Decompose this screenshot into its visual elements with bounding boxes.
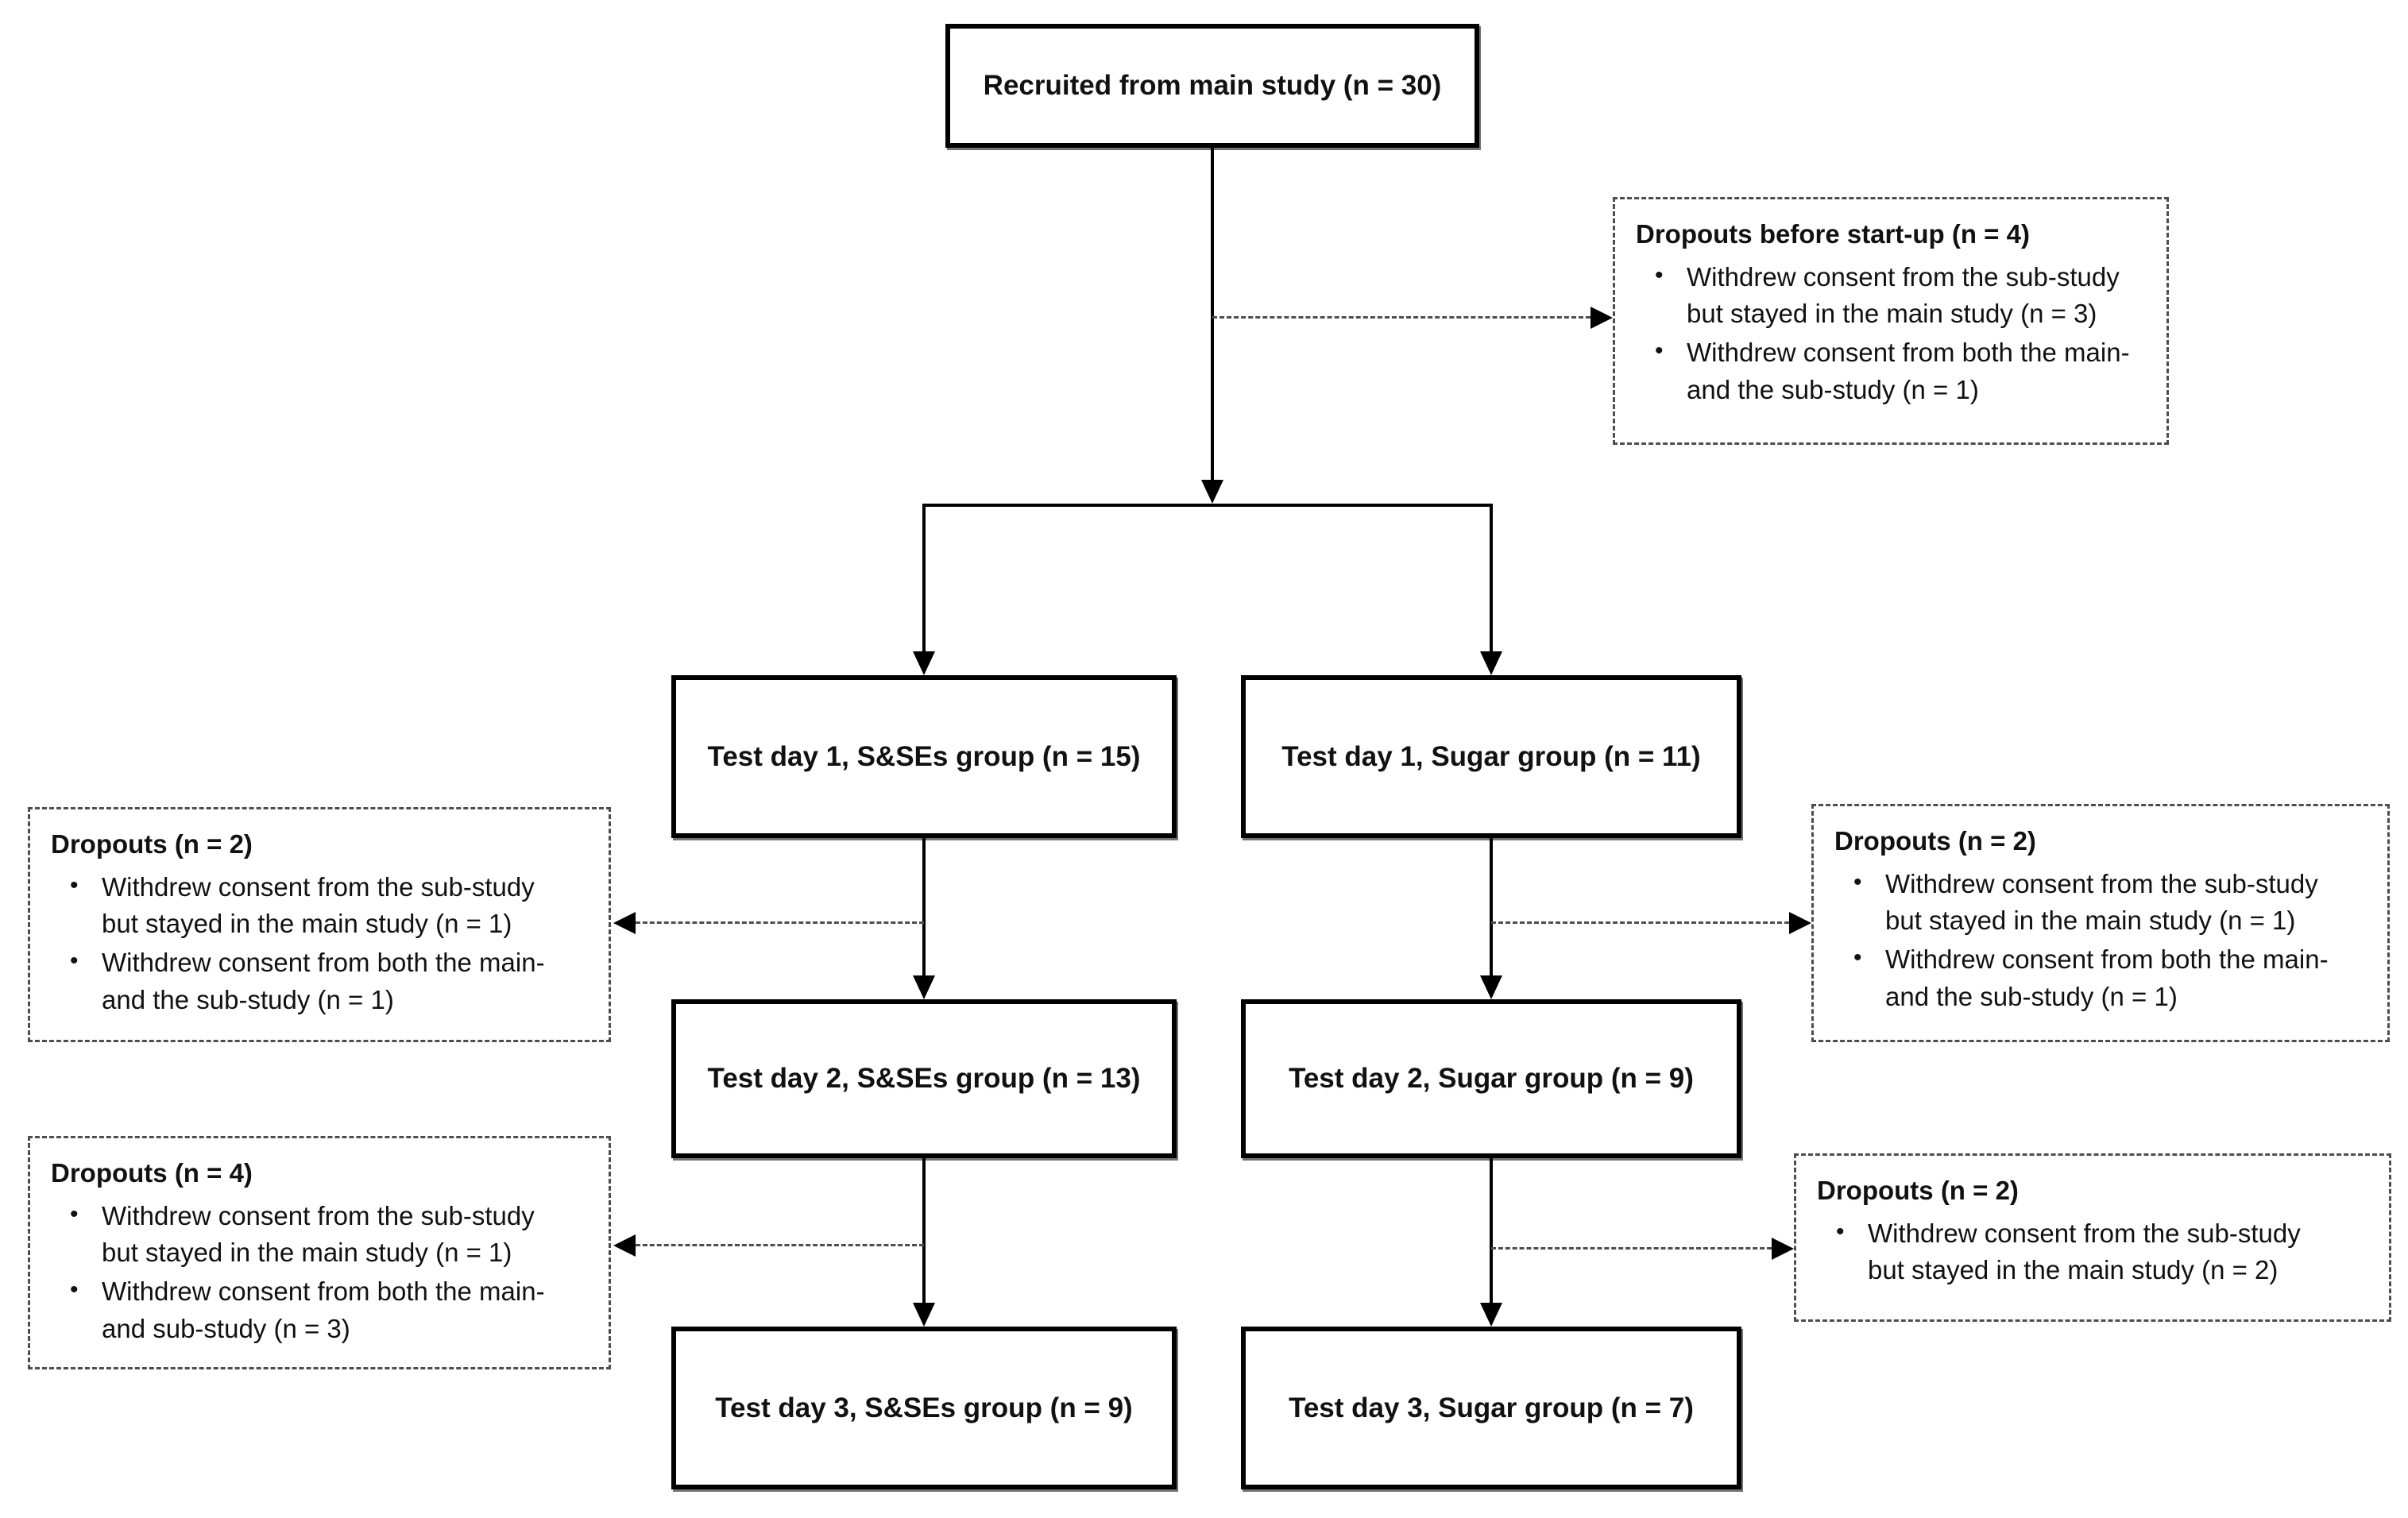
- connector-td1-to-td2-sses: [922, 838, 926, 975]
- box-test-day-2-sugar-label: Test day 2, Sugar group (n = 9): [1289, 1063, 1694, 1094]
- dropout-box-sses-day2: Dropouts (n = 4) • Withdrew consent from…: [28, 1136, 611, 1369]
- bullet-dot: •: [70, 1277, 79, 1304]
- dashed-connector-sses-day2: [636, 1244, 924, 1246]
- arrowhead-down-icon: [1480, 1303, 1502, 1327]
- dropout-bullet: • Withdrew consent from the sub-study bu…: [1817, 1215, 2375, 1290]
- connector-branch-horizontal: [922, 504, 1493, 507]
- dropout-box-sugar-day2: Dropouts (n = 2) • Withdrew consent from…: [1794, 1153, 2391, 1322]
- dashed-connector-sugar-day2: [1491, 1247, 1772, 1250]
- box-test-day-3-sses-label: Test day 3, S&SEs group (n = 9): [715, 1392, 1133, 1423]
- dropout-bullet-list: • Withdrew consent from the sub-study bu…: [1817, 1215, 2375, 1290]
- arrowhead-right-icon: [1772, 1238, 1794, 1260]
- arrowhead-down-icon: [913, 651, 935, 675]
- dropout-title: Dropouts (n = 2): [1834, 826, 2036, 856]
- box-test-day-2-sugar: Test day 2, Sugar group (n = 9): [1241, 999, 1741, 1158]
- dropout-title: Dropouts (n = 2): [51, 829, 253, 859]
- box-test-day-1-sugar-label: Test day 1, Sugar group (n = 11): [1281, 740, 1701, 772]
- box-test-day-3-sugar-label: Test day 3, Sugar group (n = 7): [1289, 1392, 1694, 1423]
- connector-td2-to-td3-sses: [922, 1158, 926, 1303]
- arrowhead-left-icon: [613, 912, 636, 934]
- connector-branch-to-td1-sugar: [1490, 504, 1493, 651]
- dropout-box-before-startup: Dropouts before start-up (n = 4) • Withd…: [1613, 197, 2169, 445]
- dropout-bullet: • Withdrew consent from both the main- a…: [1834, 941, 2373, 1016]
- arrowhead-down-icon: [1480, 651, 1502, 675]
- connector-td2-to-td3-sugar: [1490, 1158, 1493, 1303]
- bullet-dot: •: [70, 1200, 79, 1227]
- dashed-connector-sses-day1: [636, 921, 924, 924]
- arrowhead-down-icon: [913, 1303, 935, 1327]
- dropout-bullet: • Withdrew consent from the sub-study bu…: [1636, 259, 2152, 334]
- dropout-bullet: • Withdrew consent from the sub-study bu…: [51, 869, 594, 944]
- dropout-bullet-list: • Withdrew consent from the sub-study bu…: [1636, 259, 2152, 409]
- dropout-title: Dropouts (n = 2): [1817, 1176, 2019, 1205]
- dashed-connector-before-startup: [1212, 316, 1591, 319]
- box-test-day-1-sses-label: Test day 1, S&SEs group (n = 15): [707, 740, 1141, 772]
- arrowhead-down-icon: [1480, 975, 1502, 999]
- box-test-day-3-sugar: Test day 3, Sugar group (n = 7): [1241, 1327, 1741, 1489]
- box-test-day-1-sugar: Test day 1, Sugar group (n = 11): [1241, 675, 1741, 838]
- dropout-title: Dropouts (n = 4): [51, 1158, 253, 1188]
- bullet-dot: •: [70, 871, 79, 898]
- dropout-box-sses-day1: Dropouts (n = 2) • Withdrew consent from…: [28, 807, 611, 1042]
- dropout-title: Dropouts before start-up (n = 4): [1636, 219, 2030, 249]
- dropout-bullet: • Withdrew consent from the sub-study bu…: [1834, 866, 2373, 941]
- dropout-bullet-list: • Withdrew consent from the sub-study bu…: [51, 1198, 594, 1348]
- box-recruited-label: Recruited from main study (n = 30): [983, 70, 1442, 101]
- dropout-bullet-list: • Withdrew consent from the sub-study bu…: [1834, 866, 2373, 1016]
- bullet-dot: •: [70, 948, 79, 975]
- arrowhead-right-icon: [1789, 912, 1811, 934]
- dropout-bullet: • Withdrew consent from both the main- a…: [51, 944, 594, 1019]
- bullet-dot: •: [1655, 338, 1664, 365]
- arrowhead-right-icon: [1591, 307, 1613, 329]
- connector-recruited-to-branch: [1211, 148, 1214, 480]
- arrowhead-down-icon: [913, 975, 935, 999]
- box-test-day-2-sses-label: Test day 2, S&SEs group (n = 13): [707, 1063, 1141, 1094]
- connector-td1-to-td2-sugar: [1490, 838, 1493, 975]
- arrowhead-down-icon: [1201, 480, 1223, 504]
- box-test-day-1-sses: Test day 1, S&SEs group (n = 15): [671, 675, 1177, 838]
- bullet-dot: •: [1836, 1218, 1845, 1245]
- box-recruited-main-study: Recruited from main study (n = 30): [945, 24, 1479, 148]
- dropout-bullet-list: • Withdrew consent from the sub-study bu…: [51, 869, 594, 1019]
- arrowhead-left-icon: [613, 1234, 636, 1257]
- box-test-day-3-sses: Test day 3, S&SEs group (n = 9): [671, 1327, 1177, 1489]
- bullet-dot: •: [1853, 868, 1862, 895]
- bullet-dot: •: [1655, 261, 1664, 288]
- dropout-bullet: • Withdrew consent from the sub-study bu…: [51, 1198, 594, 1273]
- dropout-bullet: • Withdrew consent from both the main- a…: [51, 1273, 594, 1348]
- dropout-bullet: • Withdrew consent from both the main- a…: [1636, 334, 2152, 409]
- connector-branch-to-td1-sses: [922, 504, 926, 651]
- bullet-dot: •: [1853, 944, 1862, 971]
- dashed-connector-sugar-day1: [1491, 921, 1789, 924]
- dropout-box-sugar-day1: Dropouts (n = 2) • Withdrew consent from…: [1811, 804, 2390, 1042]
- box-test-day-2-sses: Test day 2, S&SEs group (n = 13): [671, 999, 1177, 1158]
